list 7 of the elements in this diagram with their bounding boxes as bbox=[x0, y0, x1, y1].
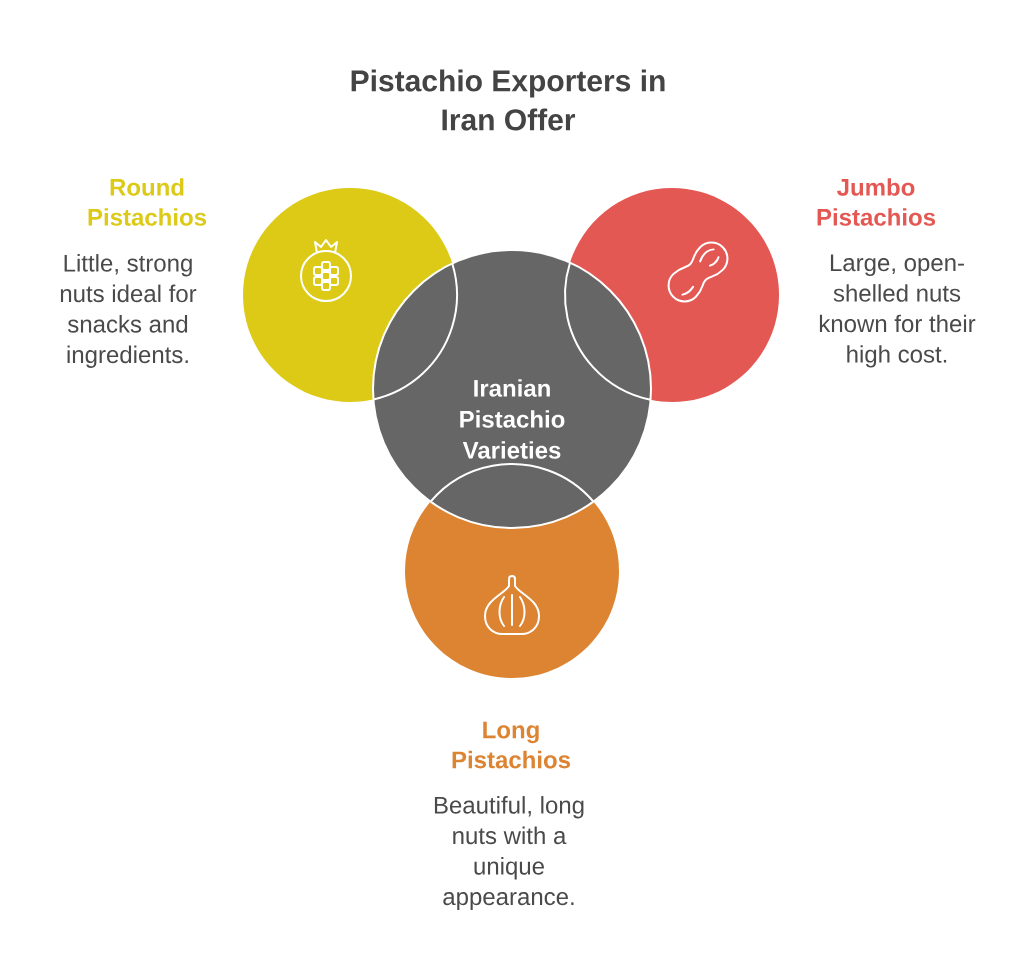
heading: Long Pistachios bbox=[452, 721, 571, 769]
description: Little, strong nuts ideal for snacks and ingredients. bbox=[60, 254, 197, 368]
heading: Round Pistachios bbox=[88, 178, 207, 226]
heading: Jumbo Pistachios bbox=[817, 178, 936, 226]
description: Large, open-shelled nuts known for their high cost. bbox=[819, 254, 976, 368]
title: Pistachio Exporters in Iran Offer bbox=[351, 69, 665, 131]
description: Beautiful, long nuts with a unique appearance. bbox=[434, 796, 584, 910]
